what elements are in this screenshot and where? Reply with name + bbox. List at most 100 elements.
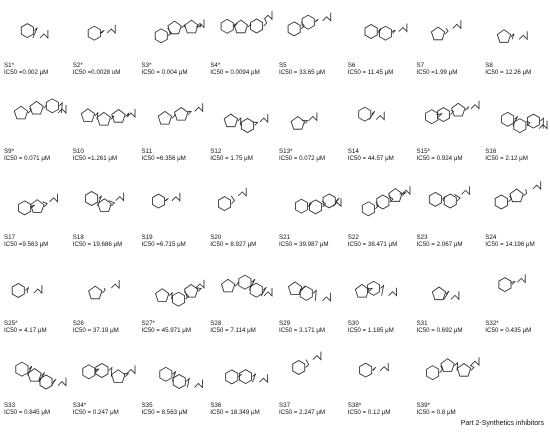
compound-cell: S39*IC50 = 0.8 μM (415, 342, 483, 436)
chemical-structure-icon (417, 4, 481, 64)
compound-id: S18 (72, 234, 84, 241)
chemical-structure-icon (4, 262, 68, 322)
compound-id: S38* (347, 402, 362, 409)
chemical-structure-icon (142, 262, 206, 322)
chemical-structure-icon (142, 176, 206, 236)
compound-ic50: IC50 = 4.17 μM (4, 327, 47, 334)
chemical-structure-icon (4, 344, 68, 404)
compound-id: S8 (485, 62, 493, 69)
compound-cell: S3*IC50 = 0.004 μM (140, 2, 208, 96)
compound-ic50: IC50 = 1.185 μM (347, 327, 394, 334)
compound-id: S7 (416, 62, 425, 69)
chemical-structure-icon (485, 262, 549, 322)
compound-id: S32* (485, 320, 499, 327)
compound-id: S11 (141, 148, 153, 155)
compound-id: S20 (210, 234, 222, 241)
compound-ic50: IC50 = 2.067 μM (416, 241, 463, 248)
chemical-structure-icon (417, 90, 481, 150)
chemical-structure-icon (210, 90, 274, 150)
compound-ic50: IC50 = 19.686 μM (72, 241, 123, 248)
compound-id: S29 (279, 320, 291, 327)
compound-cell: S2*IC50 =0.0028 uM (71, 2, 139, 96)
compound-ic50: IC50 = 0.0094 μM (210, 69, 260, 76)
compound-id: S9* (4, 148, 14, 155)
compound-cell: S15*IC50 = 0.924 μM (415, 88, 483, 182)
compound-id: S31 (416, 320, 428, 327)
compound-ic50: IC50 =0.0028 uM (72, 69, 121, 76)
chemical-structure-icon (485, 4, 549, 64)
compound-cell: S25*IC50 = 4.17 μM (2, 260, 70, 354)
compound-ic50: IC50 = 37.19 μM (72, 327, 119, 334)
compound-ic50: IC50 =0.002 μM (4, 69, 49, 76)
compound-id: S6 (347, 62, 356, 69)
chemical-structure-icon (4, 4, 68, 64)
compound-ic50: IC50 = 0.247 μM (72, 409, 119, 416)
compound-id: S23 (416, 234, 428, 241)
chemical-structure-icon (485, 176, 549, 236)
compound-cell: S9*IC50 = 0.071 μM (2, 88, 70, 182)
compound-id: S21 (279, 234, 291, 241)
compound-ic50: IC50 = 0.071 μM (4, 155, 51, 162)
compound-id: S22 (347, 234, 359, 241)
compound-id: S10 (72, 148, 84, 155)
compound-id: S25* (4, 320, 18, 327)
compound-id: S28 (210, 320, 222, 327)
compound-cell: S38*IC50 = 0.12 μM (346, 342, 414, 436)
chemical-structure-icon (279, 344, 343, 404)
compound-ic50: IC50 =6.715 μM (141, 241, 186, 248)
compound-ic50: IC50 = 7.114 μM (210, 327, 256, 334)
compound-ic50: IC50 = 8.563 μM (141, 409, 188, 416)
chemical-structure-icon (417, 344, 481, 404)
compound-id: S35 (141, 402, 153, 409)
compound-id: S36 (210, 402, 222, 409)
chemical-structure-icon (279, 4, 343, 64)
compound-id: S2* (72, 62, 83, 69)
compound-ic50: IC50 =6.356 μM (141, 155, 186, 162)
compound-id: S33 (4, 402, 16, 409)
chemical-structure-icon (279, 90, 343, 150)
chemical-structure-icon (142, 4, 206, 64)
compound-ic50: IC50 = 14.196 μM (485, 241, 535, 248)
compound-ic50: IC50 = 0.924 μM (416, 155, 463, 162)
compound-id: S24 (485, 234, 497, 241)
compound-ic50: IC50 = 39.987 μM (279, 241, 329, 248)
compound-ic50: IC50 = 45.971 μM (141, 327, 192, 334)
compound-id: S16 (485, 148, 497, 155)
chemical-structure-icon (210, 4, 274, 64)
compound-id: S4* (210, 62, 221, 69)
compound-ic50: IC50 = 2.247 μM (279, 409, 326, 416)
compound-id: S15* (416, 148, 430, 155)
compound-ic50: IC50 = 0.845 μM (4, 409, 51, 416)
compound-ic50: IC50 = 38.471 μM (347, 241, 398, 248)
compound-cell: S27*IC50 = 45.971 μM (140, 260, 208, 354)
chemical-structure-icon (210, 344, 274, 404)
compound-id: S39* (416, 402, 430, 409)
compound-ic50: IC50 = 33.65 μM (279, 69, 326, 76)
chemical-structure-icon (348, 344, 412, 404)
chemical-structure-icon (279, 262, 343, 322)
compound-ic50: IC50 = 0.004 μM (141, 69, 188, 76)
chemical-structure-icon (4, 176, 68, 236)
compound-id: S26 (72, 320, 84, 327)
compound-ic50: IC50 = 44.57 μM (347, 155, 394, 162)
compound-id: S34* (72, 402, 87, 409)
